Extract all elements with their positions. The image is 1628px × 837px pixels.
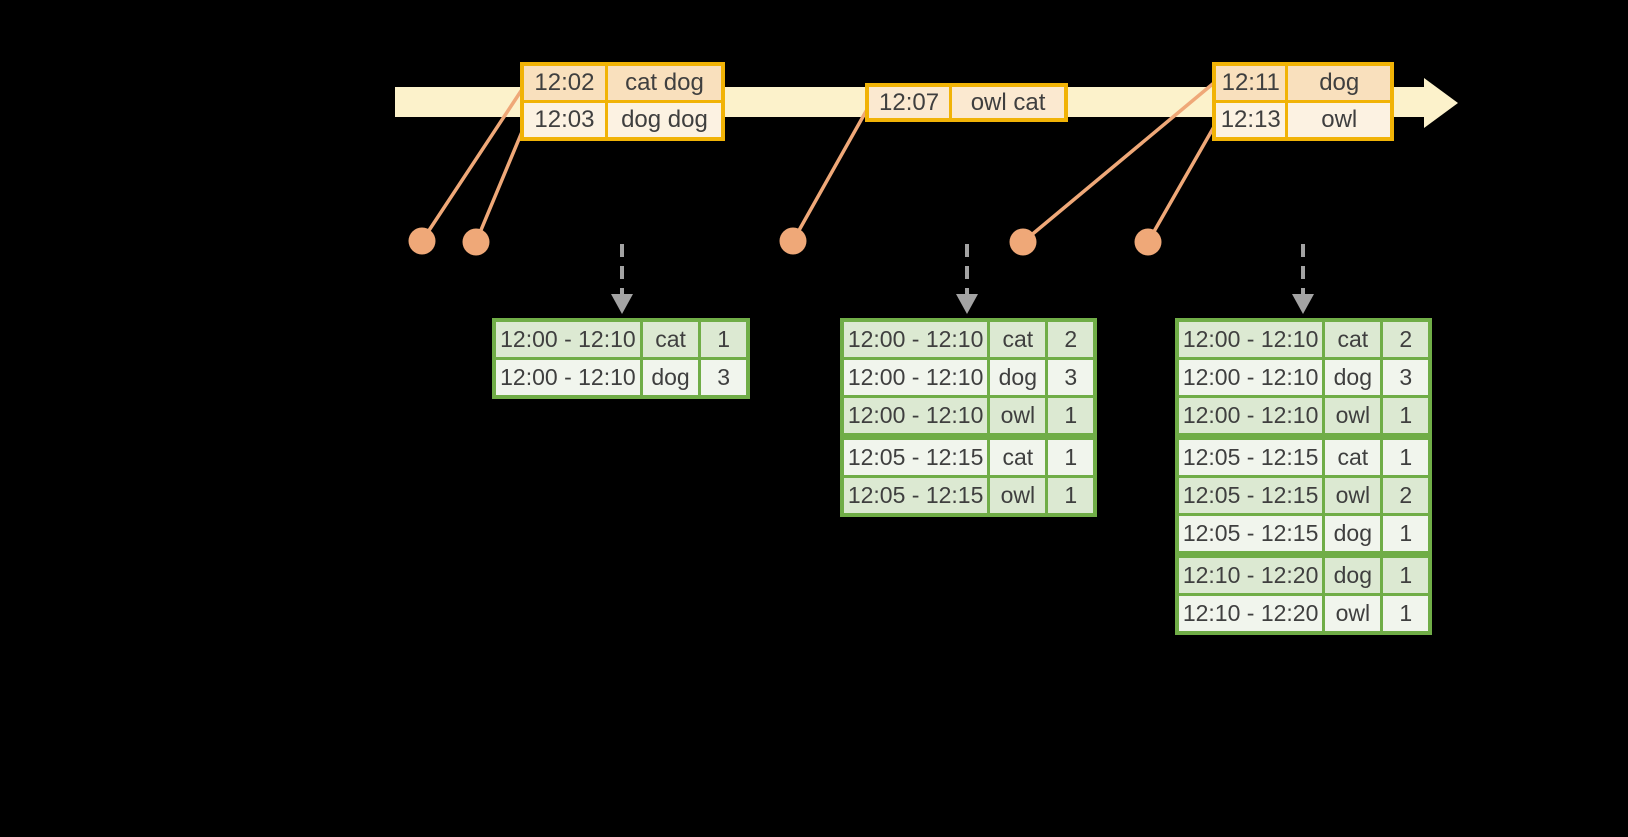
event-connector-line <box>1021 80 1217 244</box>
event-words-cell: owl <box>1285 100 1394 141</box>
count-cell: 1 <box>1045 433 1097 478</box>
count-cell: 2 <box>1045 318 1097 360</box>
event-dot-icon <box>779 227 807 255</box>
down-arrow-icon <box>611 294 633 314</box>
window-cell: 12:00 - 12:10 <box>840 395 991 438</box>
down-arrow-icon <box>1292 294 1314 314</box>
word-cell: owl <box>1322 593 1384 635</box>
window-cell: 12:00 - 12:10 <box>1175 395 1326 438</box>
word-cell: dog <box>639 357 702 399</box>
count-cell: 2 <box>1380 475 1432 516</box>
word-cell: cat <box>1322 318 1384 360</box>
event-words-cell: dog dog <box>604 100 725 141</box>
window-cell: 12:00 - 12:10 <box>492 318 643 360</box>
event-connector-line <box>474 125 526 244</box>
event-dot-icon <box>408 227 436 255</box>
event-time-cell: 12:11 <box>1212 62 1289 103</box>
count-cell: 1 <box>1045 395 1097 438</box>
event-connector-line <box>1146 123 1217 244</box>
window-cell: 12:00 - 12:10 <box>840 357 991 398</box>
word-cell: owl <box>1322 395 1384 438</box>
window-cell: 12:00 - 12:10 <box>840 318 991 360</box>
window-cell: 12:10 - 12:20 <box>1175 551 1326 596</box>
event-words-cell: cat dog <box>604 62 725 103</box>
count-cell: 1 <box>1045 475 1097 517</box>
event-dot-icon <box>1134 228 1162 256</box>
event-time-cell: 12:02 <box>520 62 608 103</box>
count-cell: 1 <box>698 318 750 360</box>
window-cell: 12:00 - 12:10 <box>492 357 643 399</box>
window-cell: 12:10 - 12:20 <box>1175 593 1326 635</box>
window-cell: 12:05 - 12:15 <box>840 475 991 517</box>
count-cell: 3 <box>1045 357 1097 398</box>
event-time-cell: 12:07 <box>865 83 953 122</box>
timeline-arrowhead-icon <box>1424 78 1458 128</box>
event-dot-icon <box>1009 228 1037 256</box>
count-cell: 3 <box>1380 357 1432 398</box>
word-cell: cat <box>639 318 702 360</box>
word-cell: owl <box>987 395 1049 438</box>
event-time-cell: 12:03 <box>520 100 608 141</box>
word-cell: owl <box>987 475 1049 517</box>
word-cell: cat <box>1322 433 1384 478</box>
word-cell: dog <box>1322 357 1384 398</box>
word-cell: cat <box>987 433 1049 478</box>
word-cell: dog <box>987 357 1049 398</box>
event-connector-line <box>420 89 523 243</box>
word-cell: owl <box>1322 475 1384 516</box>
count-cell: 1 <box>1380 395 1432 438</box>
word-cell: cat <box>987 318 1049 360</box>
event-time-cell: 12:13 <box>1212 100 1289 141</box>
count-cell: 2 <box>1380 318 1432 360</box>
window-cell: 12:05 - 12:15 <box>1175 433 1326 478</box>
window-cell: 12:05 - 12:15 <box>1175 513 1326 556</box>
window-cell: 12:05 - 12:15 <box>1175 475 1326 516</box>
event-connector-line <box>791 104 871 243</box>
down-arrow-icon <box>956 294 978 314</box>
count-cell: 1 <box>1380 593 1432 635</box>
window-cell: 12:00 - 12:10 <box>1175 318 1326 360</box>
count-cell: 1 <box>1380 513 1432 556</box>
event-dot-icon <box>462 228 490 256</box>
event-words-cell: owl cat <box>949 83 1068 122</box>
count-cell: 3 <box>698 357 750 399</box>
word-cell: dog <box>1322 551 1384 596</box>
window-cell: 12:00 - 12:10 <box>1175 357 1326 398</box>
event-words-cell: dog <box>1285 62 1394 103</box>
count-cell: 1 <box>1380 433 1432 478</box>
window-cell: 12:05 - 12:15 <box>840 433 991 478</box>
word-cell: dog <box>1322 513 1384 556</box>
count-cell: 1 <box>1380 551 1432 596</box>
